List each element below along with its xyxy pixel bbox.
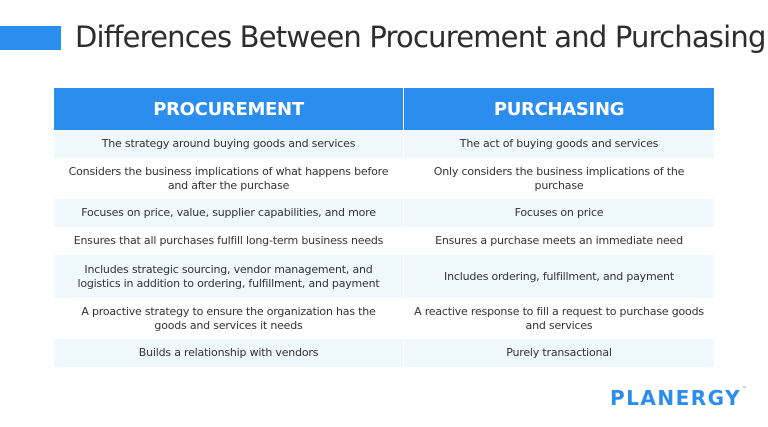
procurement-cell: Considers the business implications of w…	[54, 158, 404, 199]
procurement-cell: Ensures that all purchases fulfill long-…	[54, 227, 404, 255]
procurement-cell: Focuses on price, value, supplier capabi…	[54, 199, 404, 227]
purchasing-cell: Ensures a purchase meets an immediate ne…	[435, 234, 683, 247]
purchasing-cell: Only considers the business implications…	[433, 164, 685, 192]
table-row: Builds a relationship with vendors Purel…	[54, 339, 714, 367]
procurement-cell: Builds a relationship with vendors	[54, 339, 404, 367]
purchasing-cell: Purely transactional	[404, 339, 714, 367]
table-row: Ensures that all purchases fulfill long-…	[54, 227, 714, 255]
purchasing-cell: Focuses on price	[404, 199, 714, 227]
table-row: Considers the business implications of w…	[54, 158, 714, 199]
table-row: A proactive strategy to ensure the organ…	[54, 298, 714, 339]
purchasing-cell: Includes ordering, fulfillment, and paym…	[404, 255, 714, 298]
table-header-row: PROCUREMENT PURCHASING	[54, 88, 714, 130]
column-header-procurement: PROCUREMENT	[54, 88, 404, 130]
comparison-table: PROCUREMENT PURCHASING The strategy arou…	[54, 88, 714, 367]
planergy-logo: PLANERGY™	[610, 386, 747, 410]
purchasing-cell: The act of buying goods and services	[404, 130, 714, 158]
procurement-cell: A proactive strategy to ensure the organ…	[54, 298, 404, 339]
procurement-cell: Includes strategic sourcing, vendor mana…	[54, 255, 404, 298]
procurement-cell: The strategy around buying goods and ser…	[54, 130, 404, 158]
purchasing-cell: A reactive response to fill a request to…	[414, 304, 704, 332]
page-title: Differences Between Procurement and Purc…	[75, 20, 766, 54]
column-header-purchasing: PURCHASING	[404, 88, 714, 130]
table-row: Includes strategic sourcing, vendor mana…	[54, 255, 714, 298]
trademark-mark: ™	[742, 386, 748, 392]
accent-bar	[0, 26, 61, 50]
table-row: Focuses on price, value, supplier capabi…	[54, 199, 714, 227]
table-row: The strategy around buying goods and ser…	[54, 130, 714, 158]
logo-text: PLANERGY	[610, 386, 742, 410]
